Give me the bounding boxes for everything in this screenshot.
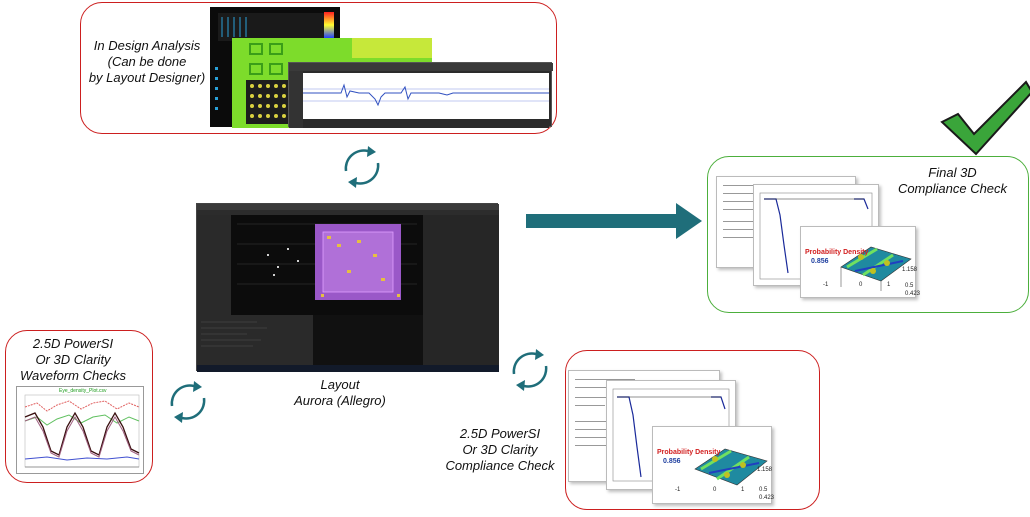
final-pd-tick-one: 1 (887, 282, 891, 288)
cycle-arrows-left (170, 381, 206, 423)
compliance-25d-label: 2.5D PowerSI Or 3D Clarity Compliance Ch… (445, 426, 555, 473)
compliance-pd-title: Probability Density (657, 449, 721, 456)
arrow-to-final-check (526, 203, 702, 239)
final-pd-surface-plot (840, 246, 912, 291)
waveform-checks-label: 2.5D PowerSI Or 3D Clarity Waveform Chec… (20, 336, 126, 383)
pcb-map-back-art (215, 12, 334, 110)
compliance-pd-tick-half: 0.5 (759, 487, 768, 493)
final-pd-tick-half: 0.5 (905, 283, 914, 289)
waveform-plot-title: Eye_density_Plot.csv (59, 388, 107, 394)
final-pd-peak: 0.856 (811, 258, 829, 265)
design-analysis-label: In Design Analysis (Can be done by Layou… (88, 38, 206, 85)
compliance-pd-peak: 0.856 (663, 458, 681, 465)
waveform-window-art (289, 63, 553, 128)
compliance-pd-surface-plot (694, 448, 768, 486)
layout-label: Layout Aurora (Allegro) (294, 377, 386, 408)
compliance-pd-tick-right: 1.158 (757, 467, 773, 473)
layout-screenshot-art (197, 204, 499, 372)
cycle-arrows-right (512, 349, 548, 391)
final-3d-compliance-label: Final 3D Compliance Check (897, 165, 1008, 196)
final-pd-title: Probability Density (805, 249, 869, 256)
compliance-pd-tick-zero: 0 (713, 487, 717, 493)
final-pd-tick-right: 1.158 (902, 267, 918, 273)
cycle-arrows-top (344, 146, 380, 188)
layout-screenshot (196, 203, 499, 372)
check-mark-icon (940, 80, 1030, 156)
waveform-plot: Eye_density_Plot.csv (16, 386, 144, 474)
final-pd-tick-zero: 0 (859, 282, 863, 288)
compliance-pd-tick-b: 0.423 (759, 495, 775, 501)
final-pd-tick-b: 0.423 (905, 291, 921, 297)
final-pd-tick-neg: -1 (823, 282, 829, 288)
final-report-page-front: Probability Density 0.856 1.158 -1 0 1 0… (800, 226, 920, 298)
compliance-pd-tick-neg: -1 (675, 487, 681, 493)
compliance-report-page-front: Probability Density 0.856 1.158 -1 0 1 0… (652, 426, 775, 504)
waveform-plot-art (24, 394, 140, 468)
waveform-window-screenshot (288, 62, 553, 128)
compliance-pd-tick-one: 1 (741, 487, 745, 493)
